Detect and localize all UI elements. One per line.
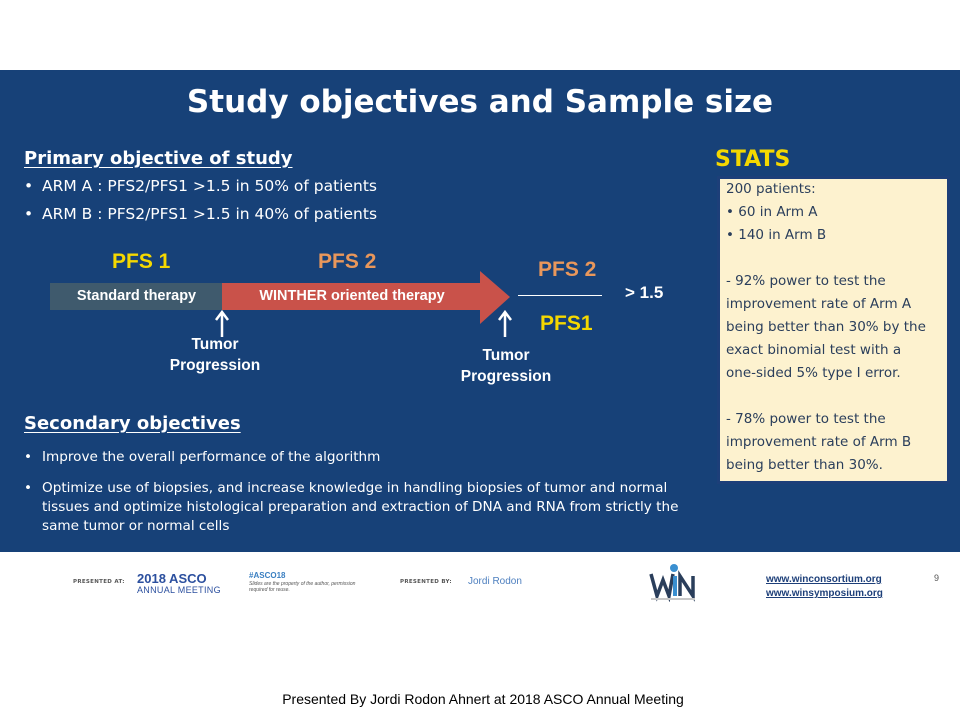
ratio-threshold: > 1.5 <box>625 283 664 302</box>
slide-footer: PRESENTED AT: 2018 ASCO ANNUAL MEETING #… <box>0 552 960 612</box>
pfs2-label: PFS 2 <box>318 250 377 273</box>
secondary-bullet-algorithm: •Improve the overall performance of the … <box>24 449 381 465</box>
primary-bullet-arm-b: •ARM B : PFS2/PFS1 >1.5 in 40% of patien… <box>24 205 378 223</box>
stats-line: • 60 in Arm A <box>726 204 818 220</box>
presentation-caption: Presented By Jordi Rodon Ahnert at 2018 … <box>282 691 684 707</box>
stats-line: • 140 in Arm B <box>726 227 827 243</box>
presented-at-label: PRESENTED AT: <box>73 579 125 585</box>
asco-logo-year: 2018 ASCO <box>137 571 207 586</box>
stats-line: improvement rate of Arm B <box>726 434 912 450</box>
link-winsymposium[interactable]: www.winsymposium.org <box>766 588 883 599</box>
pfs1-label: PFS 1 <box>112 250 171 273</box>
presenter-name: Jordi Rodon <box>468 576 522 587</box>
link-winconsortium[interactable]: www.winconsortium.org <box>766 574 882 585</box>
winther-therapy-arrow <box>222 271 510 324</box>
primary-objective-heading: Primary objective of study <box>24 148 293 169</box>
tumor-progression-1: Tumor Progression <box>169 336 261 374</box>
ratio-denominator: PFS1 <box>540 312 593 335</box>
progression-arrow-2 <box>498 310 512 337</box>
slide: Study objectives and Sample size Primary… <box>0 70 960 552</box>
stats-line: - 92% power to test the <box>726 273 886 289</box>
presented-by-label: PRESENTED BY: <box>400 579 452 585</box>
winther-therapy-label: WINTHER oriented therapy <box>259 288 445 304</box>
slide-title: Study objectives and Sample size <box>186 84 774 120</box>
ratio-numerator: PFS 2 <box>538 258 597 281</box>
fraction-line <box>518 295 602 296</box>
tumor-progression-2: Tumor Progression <box>460 347 552 385</box>
stats-line: being better than 30%. <box>726 457 883 473</box>
secondary-bullet-biopsies: •Optimize use of biopsies, and increase … <box>24 480 679 534</box>
stats-box <box>717 176 950 484</box>
secondary-objectives-heading: Secondary objectives <box>24 413 241 434</box>
stats-line: one-sided 5% type I error. <box>726 365 901 381</box>
stats-line: - 78% power to test the <box>726 411 886 427</box>
primary-bullet-arm-a: •ARM A : PFS2/PFS1 >1.5 in 50% of patien… <box>24 177 377 195</box>
standard-therapy-bar: Standard therapy <box>50 283 223 310</box>
reuse-note: Slides are the property of the author, p… <box>249 581 356 593</box>
asco-hashtag: #ASCO18 <box>249 571 286 580</box>
asco-logo-name: ANNUAL MEETING <box>137 585 221 595</box>
stats-line: exact binomial test with a <box>726 342 902 358</box>
page-number: 9 <box>934 573 940 583</box>
stats-line: improvement rate of Arm A <box>726 296 912 312</box>
progression-arrow-1 <box>215 310 229 337</box>
stats-line: 200 patients: <box>726 181 816 197</box>
stats-line: being better than 30% by the <box>726 319 926 335</box>
win-logo-icon <box>649 564 695 602</box>
stats-title: STATS <box>715 147 791 172</box>
